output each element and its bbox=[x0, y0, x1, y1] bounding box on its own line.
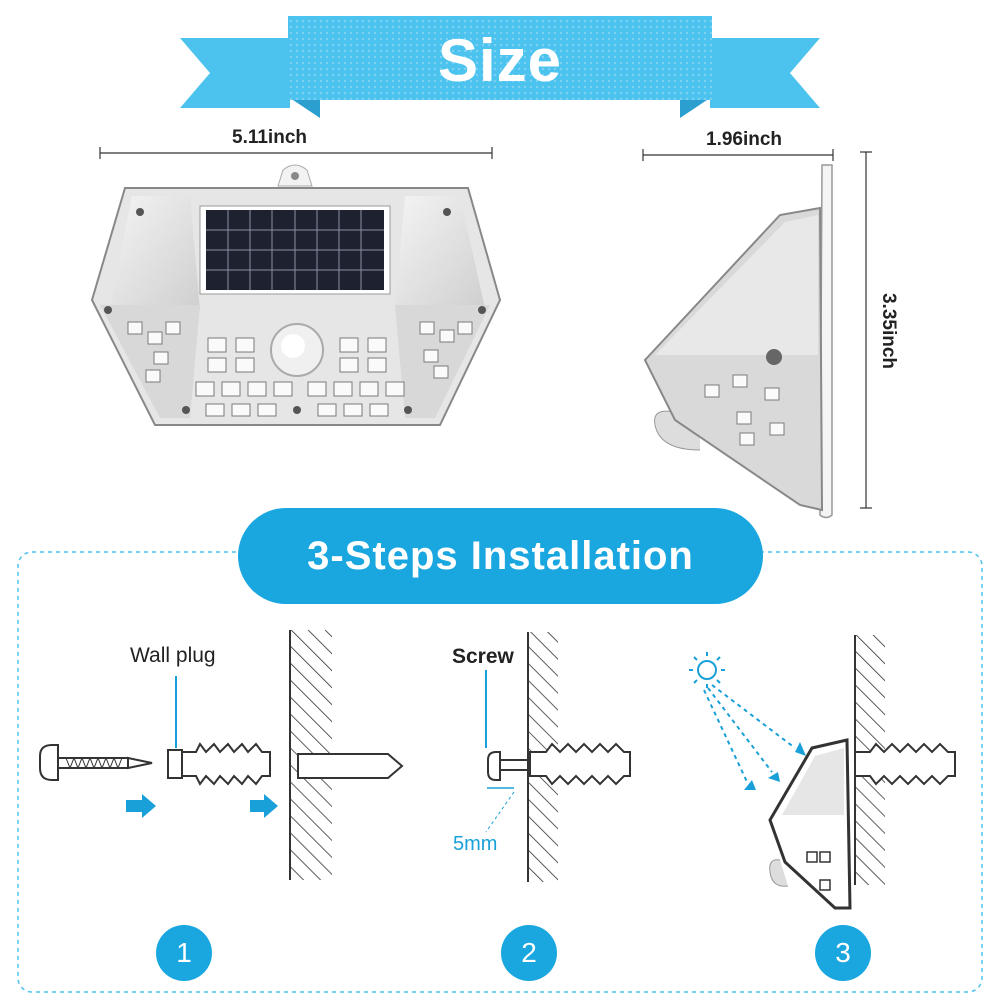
gap-label: 5mm bbox=[453, 833, 498, 855]
width-label: 5.11inch bbox=[232, 127, 307, 148]
wall-plug-label: Wall plug bbox=[130, 644, 216, 667]
light-front-view bbox=[90, 164, 502, 426]
step-3-illustration bbox=[689, 635, 956, 910]
step-1-illustration bbox=[39, 630, 404, 880]
height-dimension-line bbox=[860, 151, 872, 509]
wall-plug-icon bbox=[167, 742, 271, 786]
depth-dimension-line bbox=[642, 149, 834, 161]
width-dimension-line bbox=[99, 147, 493, 159]
step-2-badge: 2 bbox=[501, 925, 557, 981]
installation-title: 3-Steps Installation bbox=[238, 508, 763, 604]
screw-label: Screw bbox=[452, 645, 514, 668]
step-3-badge: 3 bbox=[815, 925, 871, 981]
light-side-view bbox=[643, 164, 833, 519]
size-title: Size bbox=[437, 26, 563, 94]
step-1-badge: 1 bbox=[156, 925, 212, 981]
depth-label: 1.96inch bbox=[706, 129, 783, 150]
size-banner bbox=[180, 16, 820, 118]
screw-icon bbox=[39, 744, 153, 781]
height-label: 3.35inch bbox=[878, 292, 899, 370]
sun-icon bbox=[689, 652, 725, 688]
arrow-right-icon bbox=[250, 794, 278, 818]
step-2-illustration bbox=[485, 632, 631, 882]
arrow-right-icon bbox=[126, 794, 156, 818]
